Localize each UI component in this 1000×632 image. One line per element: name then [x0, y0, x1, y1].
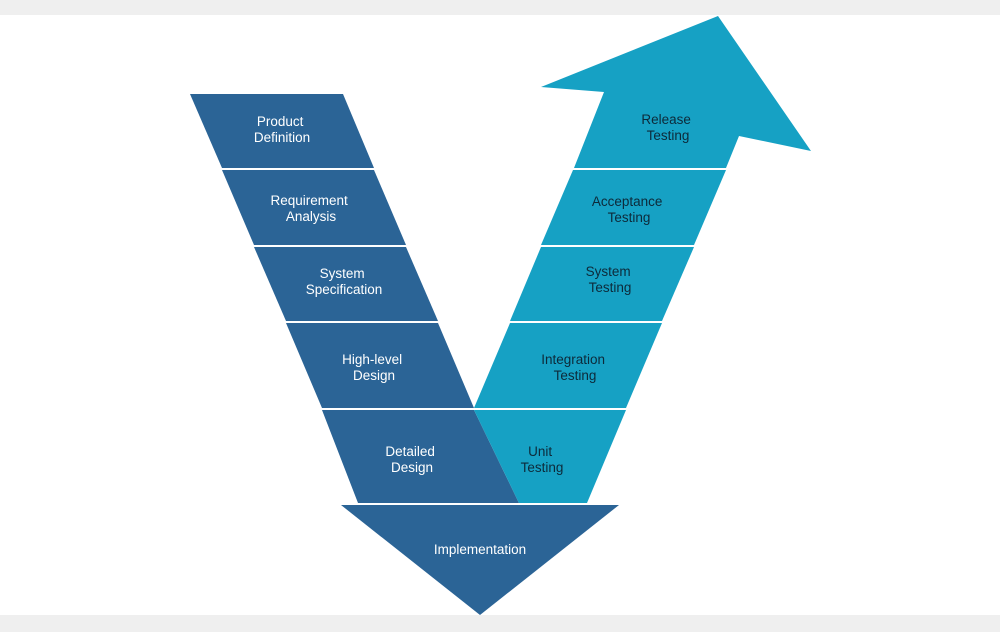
top-frame-band: [0, 0, 1000, 15]
stage-system-testing: [510, 247, 694, 321]
label-system-testing-line1: System: [586, 264, 631, 279]
development-arm: [190, 94, 519, 503]
bottom-frame-band: [0, 615, 1000, 632]
stage-unit-testing: [474, 410, 626, 503]
label-detailed-design-line1: Detailed: [385, 444, 435, 459]
label-high-level-design: High-level Design: [342, 352, 406, 383]
label-release-testing-line1: Release: [641, 112, 691, 127]
label-detailed-design-line2: Design: [391, 460, 433, 475]
label-requirement-analysis: Requirement Analysis: [270, 193, 351, 224]
label-product-definition-line2: Definition: [254, 130, 310, 145]
label-integration-testing: Integration Testing: [541, 352, 609, 383]
label-unit-testing-line1: Unit: [528, 444, 552, 459]
stage-system-specification: [254, 247, 438, 321]
stage-implementation: [341, 505, 619, 615]
stage-high-level-design: [286, 323, 474, 408]
label-integration-testing-line1: Integration: [541, 352, 605, 367]
label-integration-testing-line2: Testing: [554, 368, 597, 383]
stage-requirement-analysis: [222, 170, 406, 245]
label-release-testing-line2: Testing: [647, 128, 690, 143]
label-requirement-analysis-line2: Analysis: [286, 209, 337, 224]
label-system-testing-line2: Testing: [589, 280, 632, 295]
label-acceptance-testing: Acceptance Testing: [592, 194, 666, 225]
stage-product-definition: [190, 94, 374, 168]
label-release-testing: Release Testing: [641, 112, 694, 143]
label-product-definition: Product Definition: [254, 114, 310, 145]
stage-acceptance-testing: [541, 170, 726, 245]
label-requirement-analysis-line1: Requirement: [270, 193, 348, 208]
label-product-definition-line1: Product: [257, 114, 304, 129]
label-high-level-design-line2: Design: [353, 368, 395, 383]
stage-integration-testing: [474, 323, 662, 408]
label-system-specification: System Specification: [306, 266, 383, 297]
stage-detailed-design: [322, 410, 519, 503]
label-acceptance-testing-line1: Acceptance: [592, 194, 663, 209]
label-system-specification-line2: Specification: [306, 282, 383, 297]
testing-labels: Release Testing Acceptance Testing Syste…: [521, 112, 694, 475]
label-detailed-design: Detailed Design: [385, 444, 438, 475]
label-high-level-design-line1: High-level: [342, 352, 402, 367]
testing-arm: [474, 16, 811, 503]
label-implementation: Implementation: [434, 542, 526, 557]
label-unit-testing: Unit Testing: [521, 444, 564, 475]
label-unit-testing-line2: Testing: [521, 460, 564, 475]
label-acceptance-testing-line2: Testing: [608, 210, 651, 225]
development-labels: Product Definition Requirement Analysis …: [254, 114, 438, 475]
stage-release-testing: [541, 16, 811, 168]
label-system-testing: System Testing: [586, 264, 635, 295]
label-system-specification-line1: System: [320, 266, 365, 281]
